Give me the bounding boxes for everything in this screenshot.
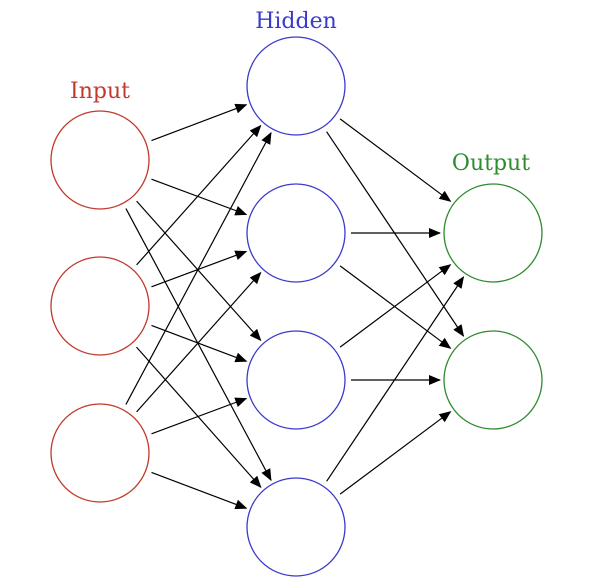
edge-input-3-to-hidden-1 (125, 131, 272, 405)
edge-input-1-to-hidden-1 (151, 103, 248, 142)
edge-input-2-to-hidden-2 (151, 250, 248, 288)
edge-hidden-4-to-output-1 (326, 276, 465, 482)
output-node-1 (443, 183, 543, 283)
edge-hidden-1-to-output-1 (339, 118, 452, 202)
layer-label-input: Input (70, 79, 130, 104)
edge-hidden-2-to-output-2 (339, 265, 452, 349)
edge-group (125, 103, 465, 510)
hidden-node-3 (246, 330, 346, 430)
edge-hidden-4-to-output-2 (339, 411, 452, 495)
edge-input-3-to-hidden-4 (151, 471, 248, 510)
edge-hidden-3-to-output-1 (339, 264, 452, 348)
edge-input-2-to-hidden-3 (151, 324, 248, 363)
layer-label-output: Output (452, 151, 530, 176)
hidden-node-1 (246, 36, 346, 136)
edge-input-1-to-hidden-3 (136, 200, 262, 342)
input-node-3 (50, 403, 150, 503)
edge-input-1-to-hidden-2 (151, 178, 248, 216)
edge-input-2-to-hidden-4 (136, 346, 262, 489)
layer-label-hidden: Hidden (255, 9, 337, 34)
input-node-1 (50, 110, 150, 210)
edge-input-1-to-hidden-4 (125, 208, 272, 482)
output-node-2 (443, 330, 543, 430)
hidden-node-2 (246, 183, 346, 283)
input-node-2 (50, 256, 150, 356)
edge-input-2-to-hidden-1 (136, 124, 262, 266)
edge-input-3-to-hidden-2 (136, 271, 262, 413)
edge-hidden-1-to-output-2 (326, 131, 465, 337)
node-group (50, 36, 543, 577)
edge-input-3-to-hidden-3 (151, 397, 248, 435)
hidden-node-4 (246, 477, 346, 577)
